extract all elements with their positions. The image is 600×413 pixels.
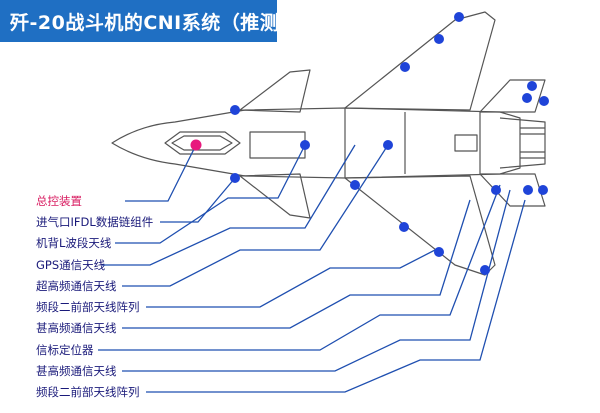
label-beacon: 信标定位器: [36, 343, 94, 357]
label-intake-datalink: 进气口IFDL数据链组件: [36, 215, 154, 229]
antenna-dot: [522, 93, 532, 103]
label-band-2-front-1: 频段二前部天线阵列: [36, 300, 140, 314]
label-dorsal-l-band: 机背L波段天线: [36, 236, 112, 250]
antenna-dot: [383, 140, 393, 150]
antenna-dot: [480, 265, 490, 275]
antenna-dot: [454, 12, 464, 22]
label-uhf-1: 超高频通信天线: [36, 279, 117, 293]
antenna-dot: [230, 105, 240, 115]
antenna-dot: [434, 247, 444, 257]
label-vhf-1: 甚高频通信天线: [36, 321, 117, 335]
label-main-controller: 总控装置: [36, 194, 82, 208]
antenna-dot: [539, 96, 549, 106]
antenna-dot: [230, 173, 240, 183]
leader-beacon: [98, 184, 501, 351]
antenna-dots: [230, 12, 549, 275]
controller-dot: [190, 139, 202, 151]
antenna-dot: [434, 34, 444, 44]
title-banner: 歼-20战斗机的CNI系统（推测）: [0, 0, 298, 42]
antenna-dot: [523, 185, 533, 195]
leader-vhf-2: [122, 189, 511, 372]
antenna-dot: [400, 62, 410, 72]
antenna-dot: [350, 180, 360, 190]
leader-dorsal-l-band: [115, 144, 306, 244]
leader-gps: [102, 144, 356, 266]
leader-band-2-front-2: [146, 199, 526, 393]
label-vhf-2: 甚高频通信天线: [36, 364, 117, 378]
antenna-dot: [491, 185, 501, 195]
label-band-2-front-2: 频段二前部天线阵列: [36, 385, 140, 399]
leader-main-controller: [125, 144, 197, 202]
antenna-dot: [538, 185, 548, 195]
leader-uhf-1: [122, 144, 389, 287]
leader-intake-datalink: [160, 177, 236, 223]
antenna-dot: [399, 222, 409, 232]
page-title: 歼-20战斗机的CNI系统（推测）: [10, 12, 299, 34]
leader-vhf-1: [122, 199, 471, 329]
leader-band-2-front-1: [146, 249, 436, 308]
antenna-dot: [527, 81, 537, 91]
label-gps: GPS通信天线: [36, 258, 106, 272]
antenna-dot: [300, 140, 310, 150]
leader-lines: [98, 144, 526, 393]
